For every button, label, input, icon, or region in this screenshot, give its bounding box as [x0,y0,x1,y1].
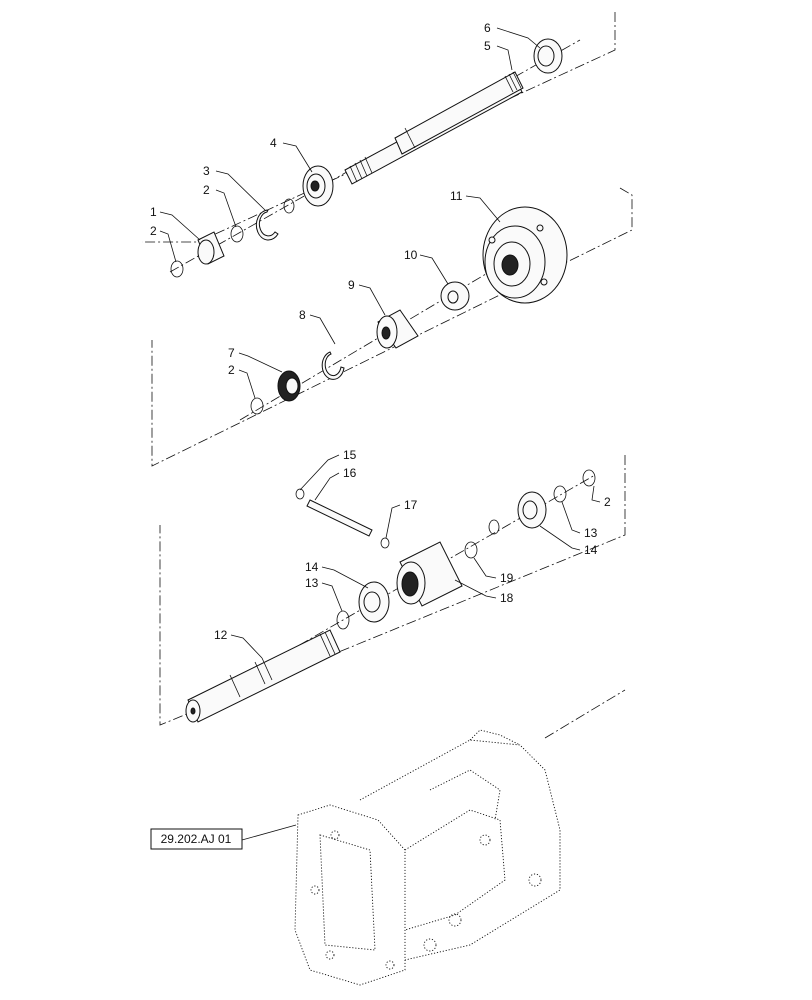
transmission-housing [294,729,561,986]
pin-16 [306,499,373,537]
upper-shaft-splines [349,71,522,183]
leader-lines [159,27,601,841]
callout-9: 9 [348,278,355,292]
callout-18: 18 [500,591,514,605]
callout-2: 2 [150,224,157,238]
gear-7 [277,370,301,402]
callout-5: 5 [484,39,491,53]
callout-13: 13 [584,526,598,540]
ring-2-left [170,260,184,278]
callout-14: 14 [584,543,598,557]
upper-shaft [344,71,524,185]
callout-16: 16 [343,466,357,480]
gear-9 [376,309,419,349]
housing-link-line [544,689,626,739]
small-snap-ring [283,198,295,214]
callout-19: 19 [500,571,514,585]
callout-6: 6 [484,21,491,35]
ring-2-right [582,469,596,487]
reference-label: 29.202.AJ 01 [161,832,232,846]
callout-10: 10 [404,248,418,262]
lower-shaft-frame [159,455,626,726]
ring-17 [380,537,390,549]
lower-shaft-12 [185,629,341,723]
callout-12: 12 [214,628,228,642]
snap-ring-3 [255,209,279,241]
callout-8: 8 [299,308,306,322]
snap-ring-8 [321,351,345,380]
ring-15 [295,488,305,500]
bearing-4 [302,165,334,207]
callout-15: 15 [343,448,357,462]
ring-small-lower [488,519,500,535]
middle-gear-frame [151,187,633,467]
bearing-6 [533,38,563,74]
callout-13: 13 [305,576,319,590]
callout-2: 2 [228,363,235,377]
ring-13-left [336,610,350,630]
bearing-14-left [358,581,390,623]
ring-13-right [553,485,567,503]
ring-2-upper [230,225,244,243]
bearing-14-right [517,491,547,529]
reference-box[interactable]: 29.202.AJ 01 [150,828,243,850]
callout-1: 1 [150,205,157,219]
bushing-1 [197,231,225,265]
callout-14: 14 [305,560,319,574]
housing-11 [482,206,568,304]
callout-2: 2 [203,183,210,197]
callout-7: 7 [228,346,235,360]
callout-11: 11 [450,189,463,203]
callout-2: 2 [604,495,611,509]
callout-3: 3 [203,164,210,178]
callout-labels: 6 5 4 3 2 1 2 11 10 9 8 7 2 15 16 17 2 1… [150,21,611,642]
ring-2-middle [250,397,264,415]
sleeve-18 [396,541,463,607]
ring-19 [464,541,478,559]
callout-4: 4 [270,136,277,150]
callout-17: 17 [404,498,418,512]
washer-10 [440,281,470,311]
